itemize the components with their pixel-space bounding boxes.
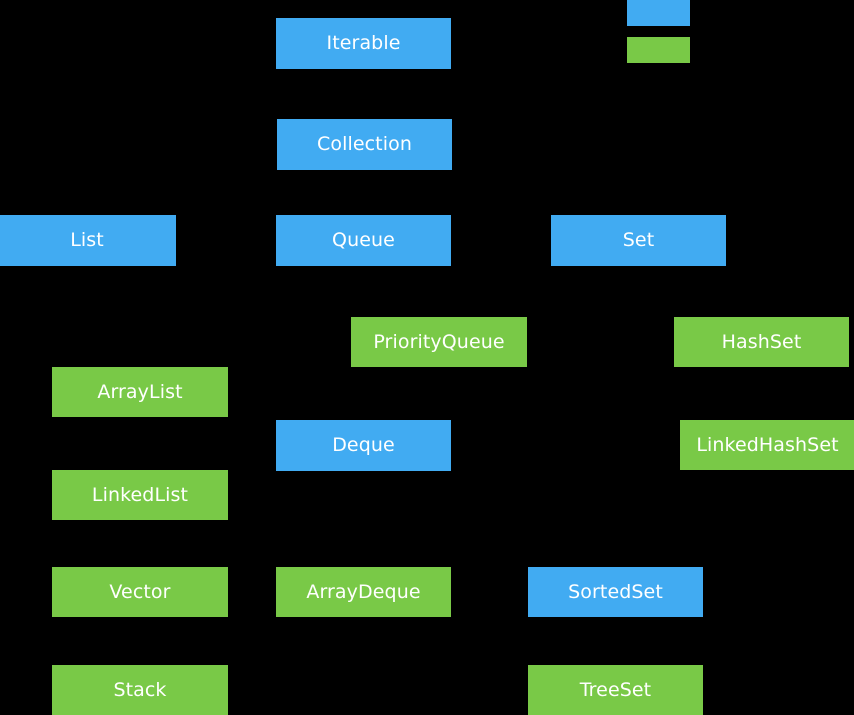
node-label: List <box>70 229 104 251</box>
node-deque[interactable]: Deque <box>276 420 451 471</box>
node-iterable[interactable]: Iterable <box>276 18 451 69</box>
node-label: LinkedList <box>91 483 189 506</box>
legend-swatch-interface <box>627 0 690 26</box>
node-label: Stack <box>113 678 167 701</box>
node-label: Set <box>622 229 655 251</box>
legend-swatch-class <box>627 37 690 63</box>
node-label: ArrayDeque <box>306 580 421 603</box>
node-label: PriorityQueue <box>373 330 505 353</box>
node-linkedlist[interactable]: LinkedList <box>52 470 228 520</box>
node-sortedset[interactable]: SortedSet <box>528 567 703 617</box>
node-label: ArrayList <box>97 380 183 403</box>
node-priorityqueue[interactable]: PriorityQueue <box>351 317 527 367</box>
node-label: SortedSet <box>568 580 663 603</box>
node-set[interactable]: Set <box>551 215 726 266</box>
node-label: LinkedHashSet <box>696 433 839 456</box>
node-arraylist[interactable]: ArrayList <box>52 367 228 417</box>
node-vector[interactable]: Vector <box>52 567 228 617</box>
node-arraydeque[interactable]: ArrayDeque <box>276 567 451 617</box>
node-label: Queue <box>332 229 395 251</box>
node-label: Iterable <box>326 32 401 54</box>
node-list[interactable]: List <box>0 215 176 266</box>
node-label: Vector <box>109 580 171 603</box>
node-label: Collection <box>317 133 412 155</box>
node-stack[interactable]: Stack <box>52 665 228 715</box>
node-label: Deque <box>332 434 395 456</box>
node-label: HashSet <box>721 330 802 353</box>
node-queue[interactable]: Queue <box>276 215 451 266</box>
node-linkedhashset[interactable]: LinkedHashSet <box>680 420 854 470</box>
node-collection[interactable]: Collection <box>277 119 452 170</box>
node-hashset[interactable]: HashSet <box>674 317 849 367</box>
node-label: TreeSet <box>579 678 652 701</box>
node-treeset[interactable]: TreeSet <box>528 665 703 715</box>
